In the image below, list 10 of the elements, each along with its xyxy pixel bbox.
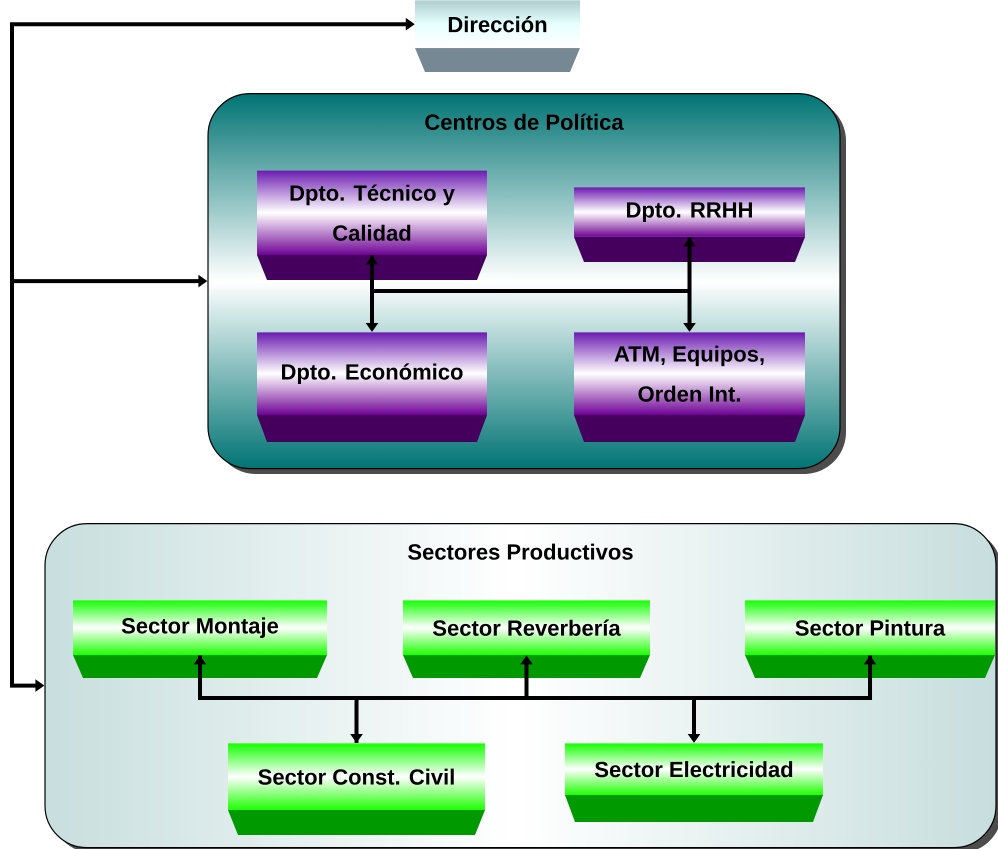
title-box: Dirección [415, 0, 580, 72]
department-box: Dpto. Económico [257, 332, 487, 442]
sector-box: Sector Pintura [745, 600, 996, 678]
department-box: ATM, Equipos, Orden Int. [574, 332, 805, 442]
sector-box: Sector Electricidad [565, 743, 823, 822]
department-box: Dpto. RRHH [574, 187, 805, 262]
sector-box: Sector Const. Civil [228, 743, 485, 835]
sector-box: Sector Reverbería [403, 600, 650, 678]
department-box: Dpto. Técnico y Calidad [257, 170, 487, 280]
sector-box: Sector Montaje [73, 600, 327, 678]
